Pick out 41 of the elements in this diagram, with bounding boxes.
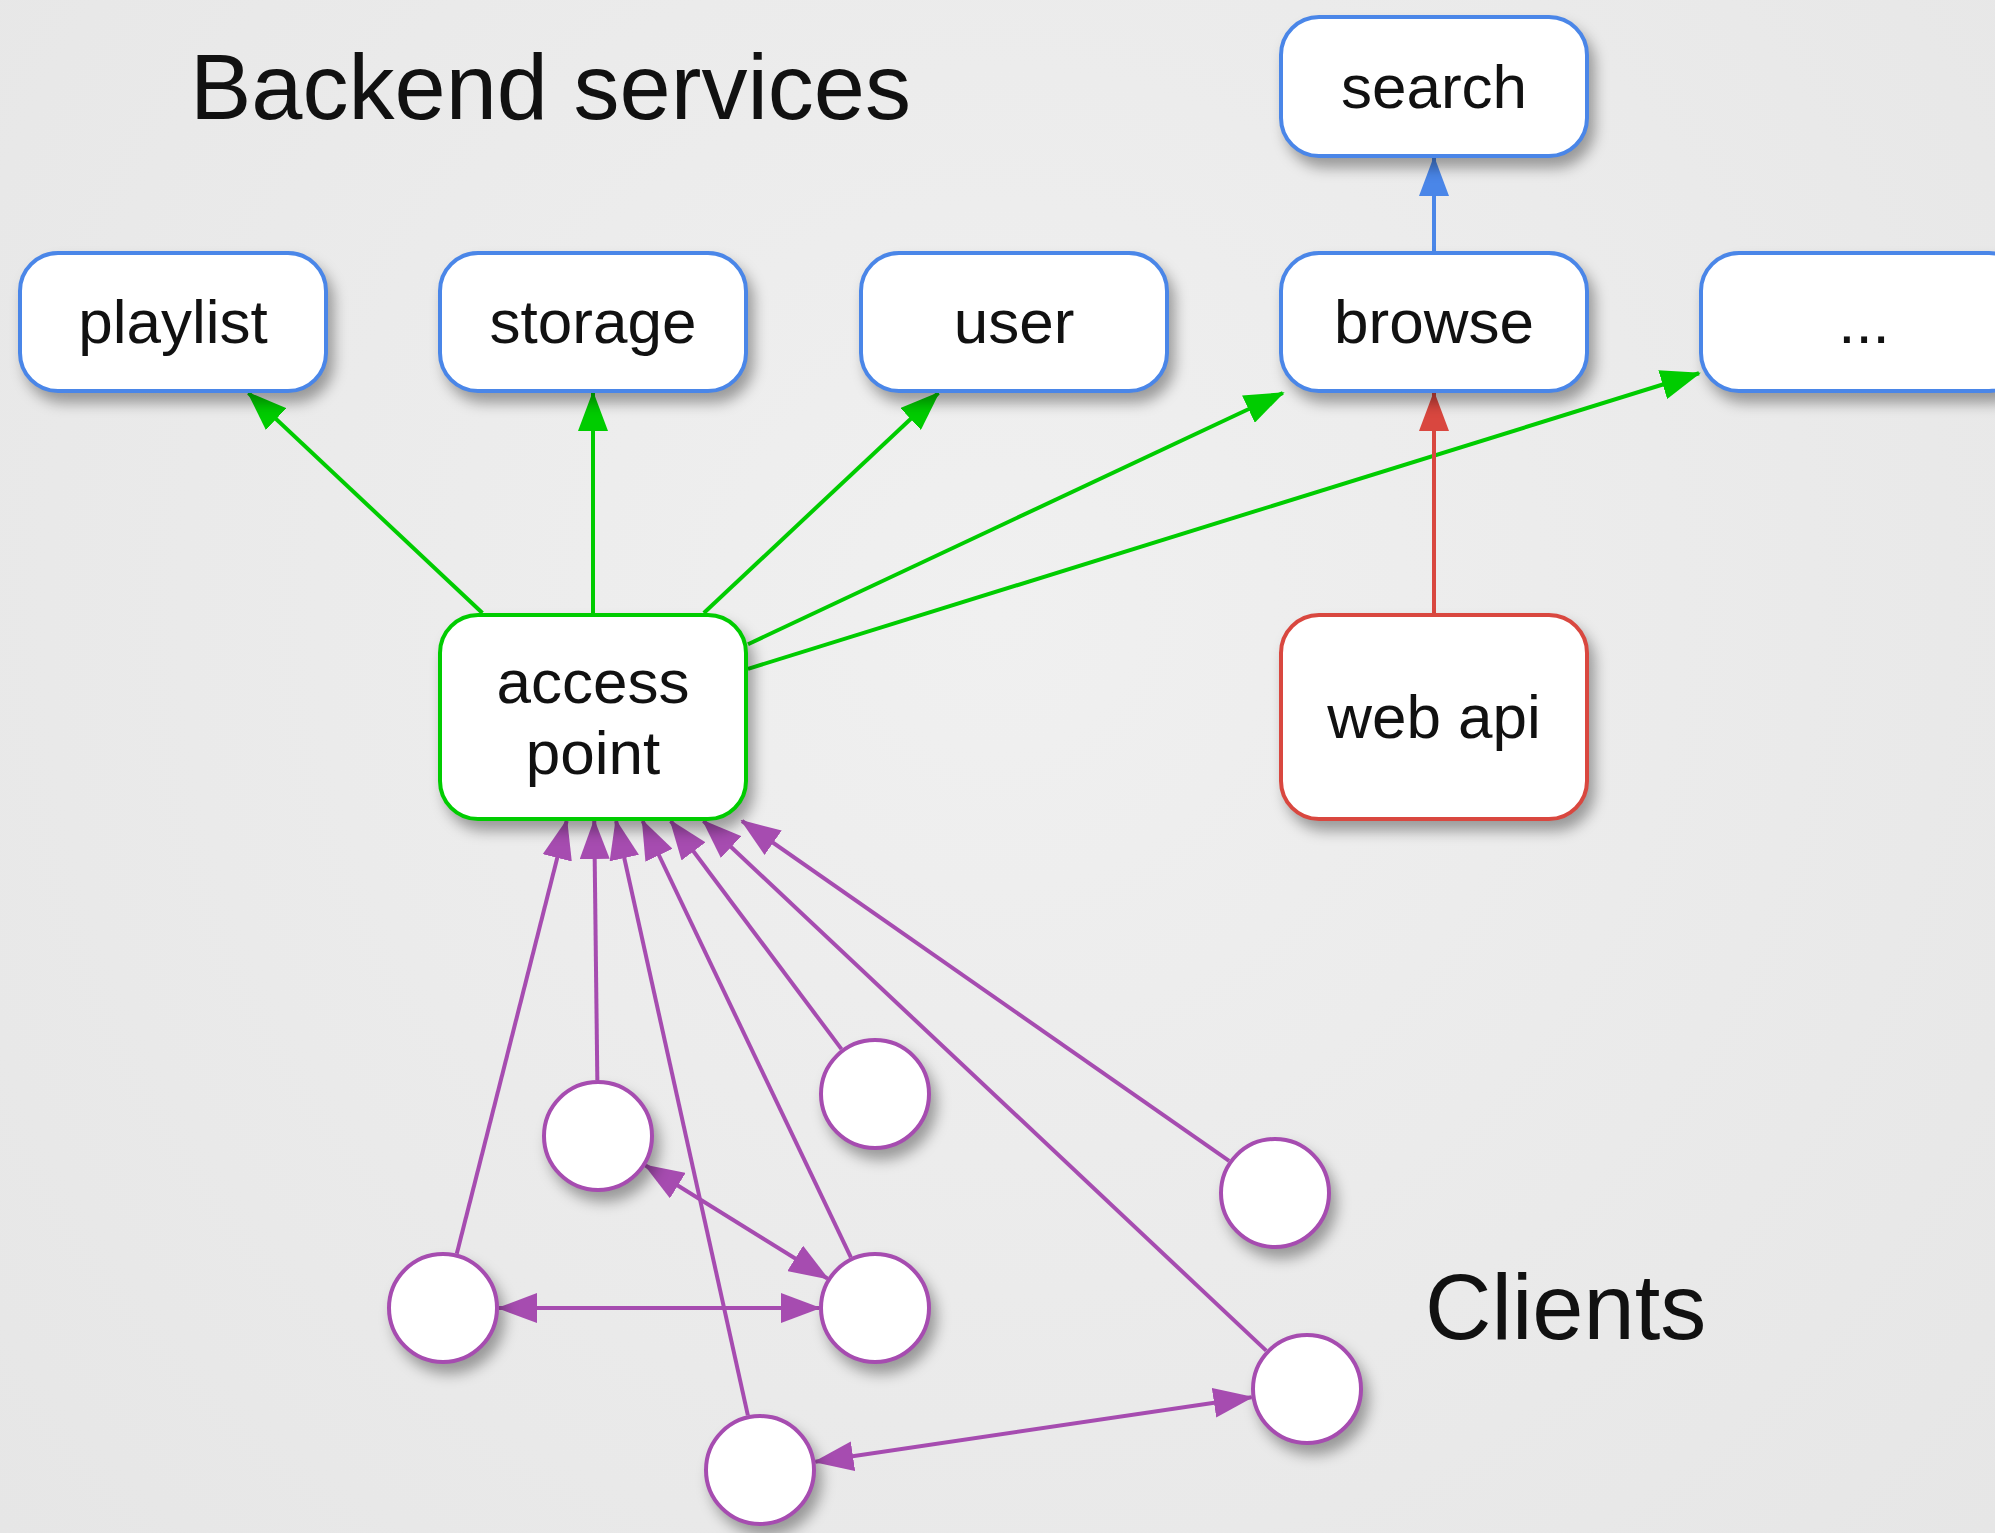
service-box xyxy=(1699,251,1995,393)
arrow xyxy=(740,819,1231,1163)
node-label: web api xyxy=(1327,681,1541,753)
node-label: search xyxy=(1340,50,1528,123)
node-label: storage xyxy=(489,286,697,358)
arrow xyxy=(702,819,1268,1353)
service-box xyxy=(1279,251,1589,393)
client-circle xyxy=(387,1252,499,1364)
client-circle xyxy=(704,1414,816,1526)
node-label: ... xyxy=(1838,286,1890,358)
client-circle xyxy=(1251,1333,1363,1445)
service-box xyxy=(438,251,748,393)
node-label: access point xyxy=(495,645,691,789)
service-box xyxy=(859,251,1169,393)
arrow xyxy=(702,391,940,615)
node-label: browse xyxy=(1334,286,1534,358)
service-box xyxy=(1279,613,1589,821)
group-label: Clients xyxy=(1425,1255,1707,1360)
double-arrow xyxy=(497,1293,821,1323)
double-arrow xyxy=(643,1163,830,1281)
arrow xyxy=(747,391,1285,646)
service-box xyxy=(1279,15,1589,158)
service-box xyxy=(18,251,328,393)
arrow xyxy=(579,819,610,1081)
service-box xyxy=(438,613,748,821)
arrow xyxy=(609,819,750,1416)
arrow xyxy=(1419,156,1449,251)
node-label: user xyxy=(953,286,1075,358)
client-circle xyxy=(819,1038,931,1150)
client-circle xyxy=(1219,1137,1331,1249)
client-circle xyxy=(819,1252,931,1364)
arrow xyxy=(1419,391,1449,613)
arrow xyxy=(640,819,853,1259)
arrow xyxy=(669,819,844,1051)
arrow xyxy=(747,370,1701,671)
arrow xyxy=(578,391,608,613)
arrow xyxy=(454,819,572,1255)
node-label: playlist xyxy=(78,286,268,358)
arrow xyxy=(247,391,484,615)
client-circle xyxy=(542,1080,654,1192)
diagram-title: Backend services xyxy=(190,35,911,140)
